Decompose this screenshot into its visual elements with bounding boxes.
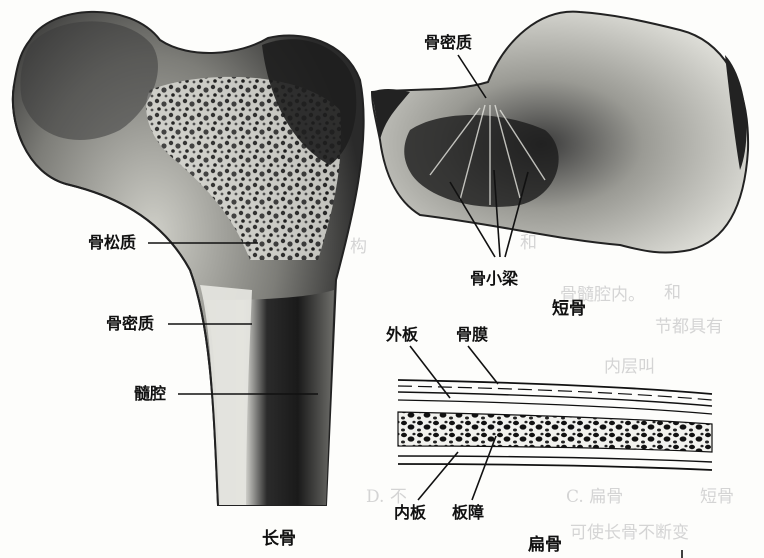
- label-trabeculae: 骨小梁: [470, 270, 518, 288]
- long-bone: [13, 12, 364, 505]
- label-periosteum: 骨膜: [456, 326, 488, 344]
- label-inner-table: 内板: [394, 504, 426, 522]
- flat-bone: [398, 380, 712, 470]
- label-spongy-bone: 骨松质: [88, 234, 136, 252]
- caption-short-bone: 短骨: [552, 294, 586, 319]
- caption-long-bone: 长骨: [262, 524, 296, 549]
- label-marrow-cavity: 髓腔: [134, 385, 166, 403]
- label-outer-table: 外板: [386, 326, 418, 344]
- label-diploe: 板障: [452, 504, 484, 522]
- caption-flat-bone: 扁骨: [528, 530, 562, 555]
- label-compact-bone-long: 骨密质: [106, 315, 154, 333]
- label-compact-bone-short: 骨密质: [424, 34, 472, 52]
